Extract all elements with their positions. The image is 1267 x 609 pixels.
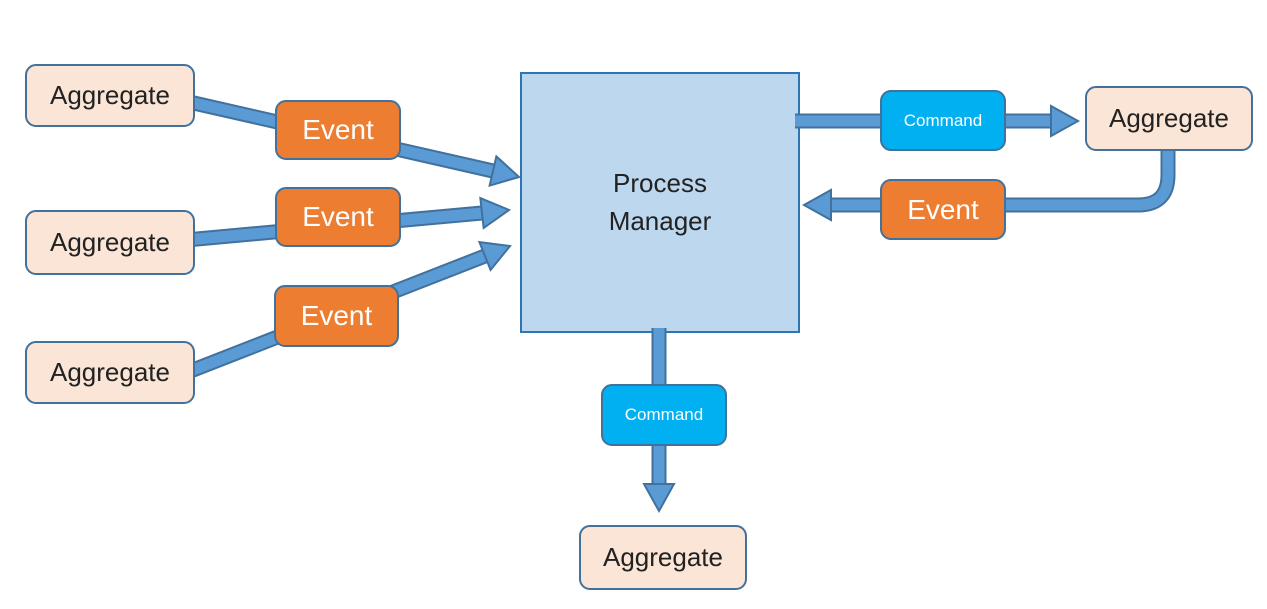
aggregate-label: Aggregate [50,227,170,257]
command-label: Command [903,110,983,130]
command-bottom: Command [601,384,727,446]
arrowhead [1050,104,1081,138]
aggregate-label: Aggregate [50,357,170,387]
aggregate-source-1: Aggregate [25,64,195,127]
process-manager-box: Process Manager [520,72,800,333]
event-left-2: Event [275,187,401,247]
arrowhead [479,196,512,230]
aggregate-bottom: Aggregate [579,525,747,590]
aggregate-source-2: Aggregate [25,210,195,275]
aggregate-right: Aggregate [1085,86,1253,151]
arrowhead [488,154,521,188]
event-label: Event [907,193,979,225]
aggregate-label: Aggregate [603,542,723,572]
command-right: Command [880,90,1006,151]
process-manager-label: Process Manager [608,167,712,236]
event-right: Event [880,179,1006,240]
event-label: Event [300,300,373,331]
arrowhead [477,240,512,272]
event-left-1: Event [275,100,401,160]
aggregate-label: Aggregate [1109,103,1229,133]
event-label: Event [302,114,374,145]
event-label: Event [302,201,374,232]
arrowhead [801,188,832,222]
aggregate-source-3: Aggregate [25,341,195,404]
aggregate-label: Aggregate [50,80,170,110]
command-label: Command [624,405,704,424]
event-left-3: Event [274,285,399,347]
arrowhead [642,483,676,514]
